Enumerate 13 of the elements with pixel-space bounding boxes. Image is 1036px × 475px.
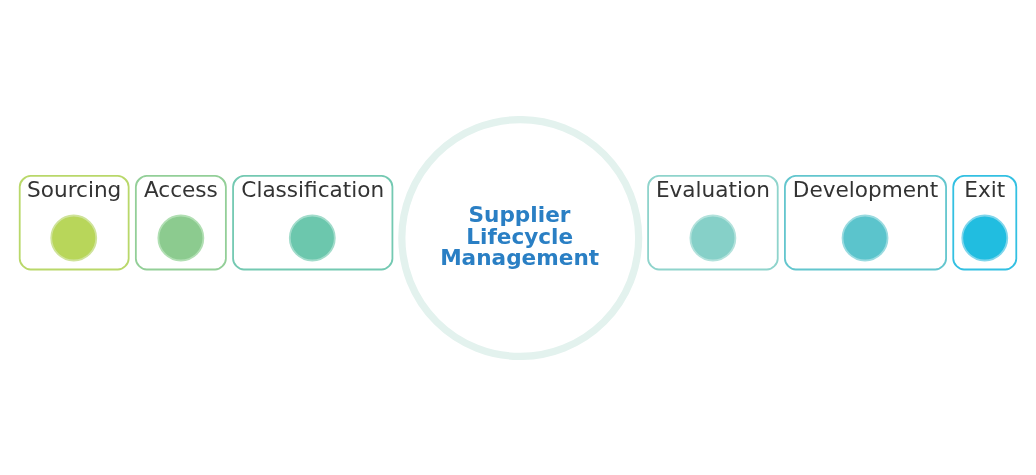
cluster: Development xyxy=(784,174,947,270)
node-circle xyxy=(841,214,889,261)
cluster: Classification xyxy=(232,174,394,270)
node-circle xyxy=(689,214,737,261)
cluster: Access xyxy=(134,174,227,270)
node-circle: Supplier Lifecycle Management xyxy=(398,115,643,360)
node-circle xyxy=(157,214,205,261)
cluster: Sourcing xyxy=(18,174,130,270)
cluster: Exit xyxy=(952,174,1018,270)
node-circle xyxy=(288,214,336,261)
node-circle xyxy=(961,214,1009,261)
node-circle xyxy=(50,214,98,261)
cluster: Evaluation xyxy=(647,174,779,270)
